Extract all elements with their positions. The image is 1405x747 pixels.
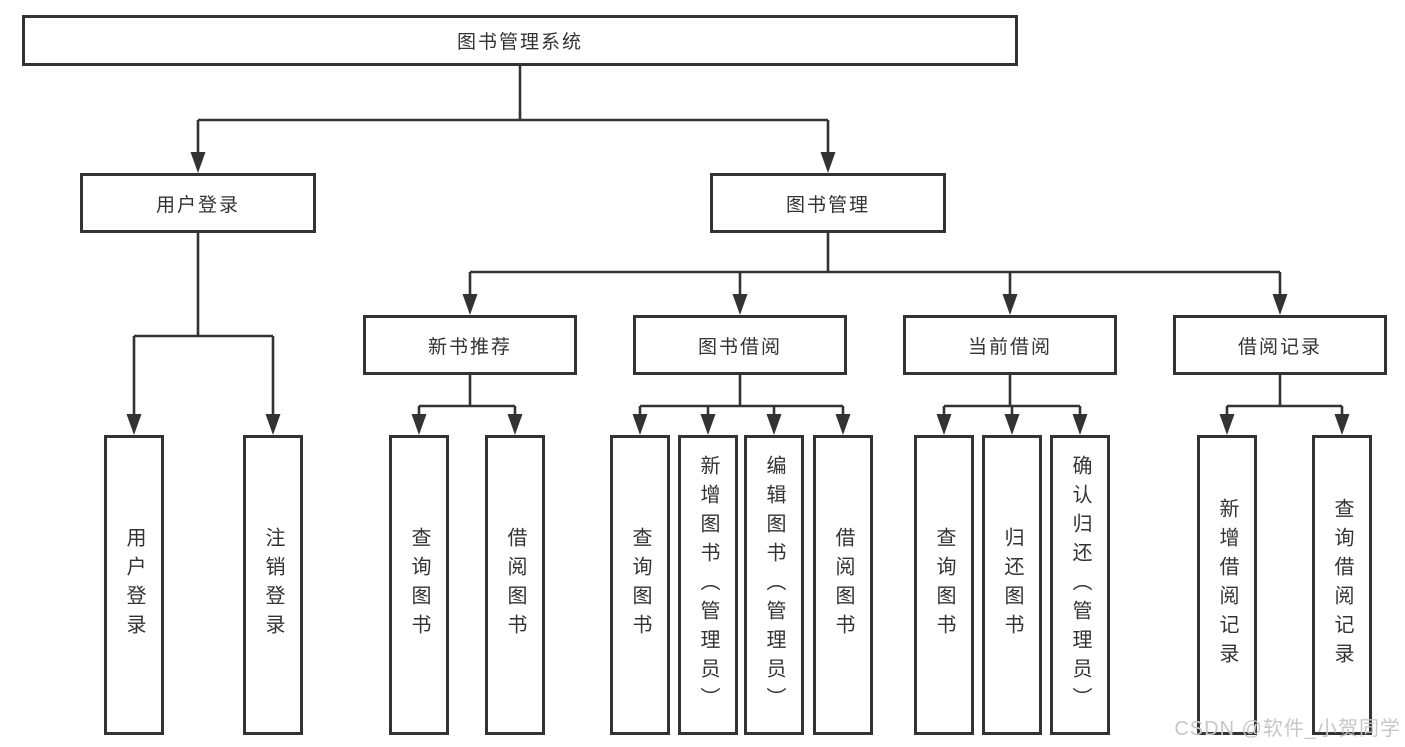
leaf-confirm-return-admin: 确认归还（管理员）: [1050, 435, 1110, 735]
leaf-return-books: 归还图书: [982, 435, 1042, 735]
leaf-query-borrow-record-label: 查询借阅记录: [1331, 498, 1353, 672]
leaf-borrow-books-recommend-label: 借阅图书: [504, 527, 526, 643]
leaf-edit-books-admin-label: 编辑图书（管理员）: [763, 454, 785, 716]
leaf-borrow-books: 借阅图书: [813, 435, 873, 735]
leaf-query-books-current: 查询图书: [914, 435, 974, 735]
leaf-borrow-books-recommend: 借阅图书: [485, 435, 545, 735]
csdn-watermark: CSDN @软件_小贺同学: [1174, 718, 1401, 740]
leaf-borrow-books-label: 借阅图书: [832, 527, 854, 643]
node-borrowing-records: 借阅记录: [1173, 315, 1387, 375]
leaf-query-borrow-record: 查询借阅记录: [1312, 435, 1372, 735]
leaf-add-books-admin-label: 新增图书（管理员）: [697, 454, 719, 716]
leaf-return-books-label: 归还图书: [1001, 527, 1023, 643]
node-library-system: 图书管理系统: [22, 15, 1018, 66]
leaf-query-books-recommend-label: 查询图书: [408, 527, 430, 643]
leaf-user-login: 用户登录: [104, 435, 164, 735]
leaf-confirm-return-admin-label: 确认归还（管理员）: [1069, 454, 1091, 716]
node-user-login: 用户登录: [80, 173, 316, 233]
leaf-add-books-admin: 新增图书（管理员）: [678, 435, 738, 735]
leaf-logout: 注销登录: [243, 435, 303, 735]
leaf-add-borrow-record-label: 新增借阅记录: [1216, 498, 1238, 672]
node-book-borrowing: 图书借阅: [633, 315, 847, 375]
leaf-query-books-recommend: 查询图书: [389, 435, 449, 735]
leaf-query-books-borrowing: 查询图书: [610, 435, 670, 735]
node-current-borrowing: 当前借阅: [903, 315, 1117, 375]
leaf-user-login-label: 用户登录: [123, 527, 145, 643]
node-new-book-recommend: 新书推荐: [363, 315, 577, 375]
node-book-management: 图书管理: [710, 173, 946, 233]
arrowheads: [126, 152, 1350, 435]
leaf-query-books-current-label: 查询图书: [933, 527, 955, 643]
leaf-add-borrow-record: 新增借阅记录: [1197, 435, 1257, 735]
leaf-logout-label: 注销登录: [262, 527, 284, 643]
leaf-edit-books-admin: 编辑图书（管理员）: [744, 435, 804, 735]
leaf-query-books-borrowing-label: 查询图书: [629, 527, 651, 643]
